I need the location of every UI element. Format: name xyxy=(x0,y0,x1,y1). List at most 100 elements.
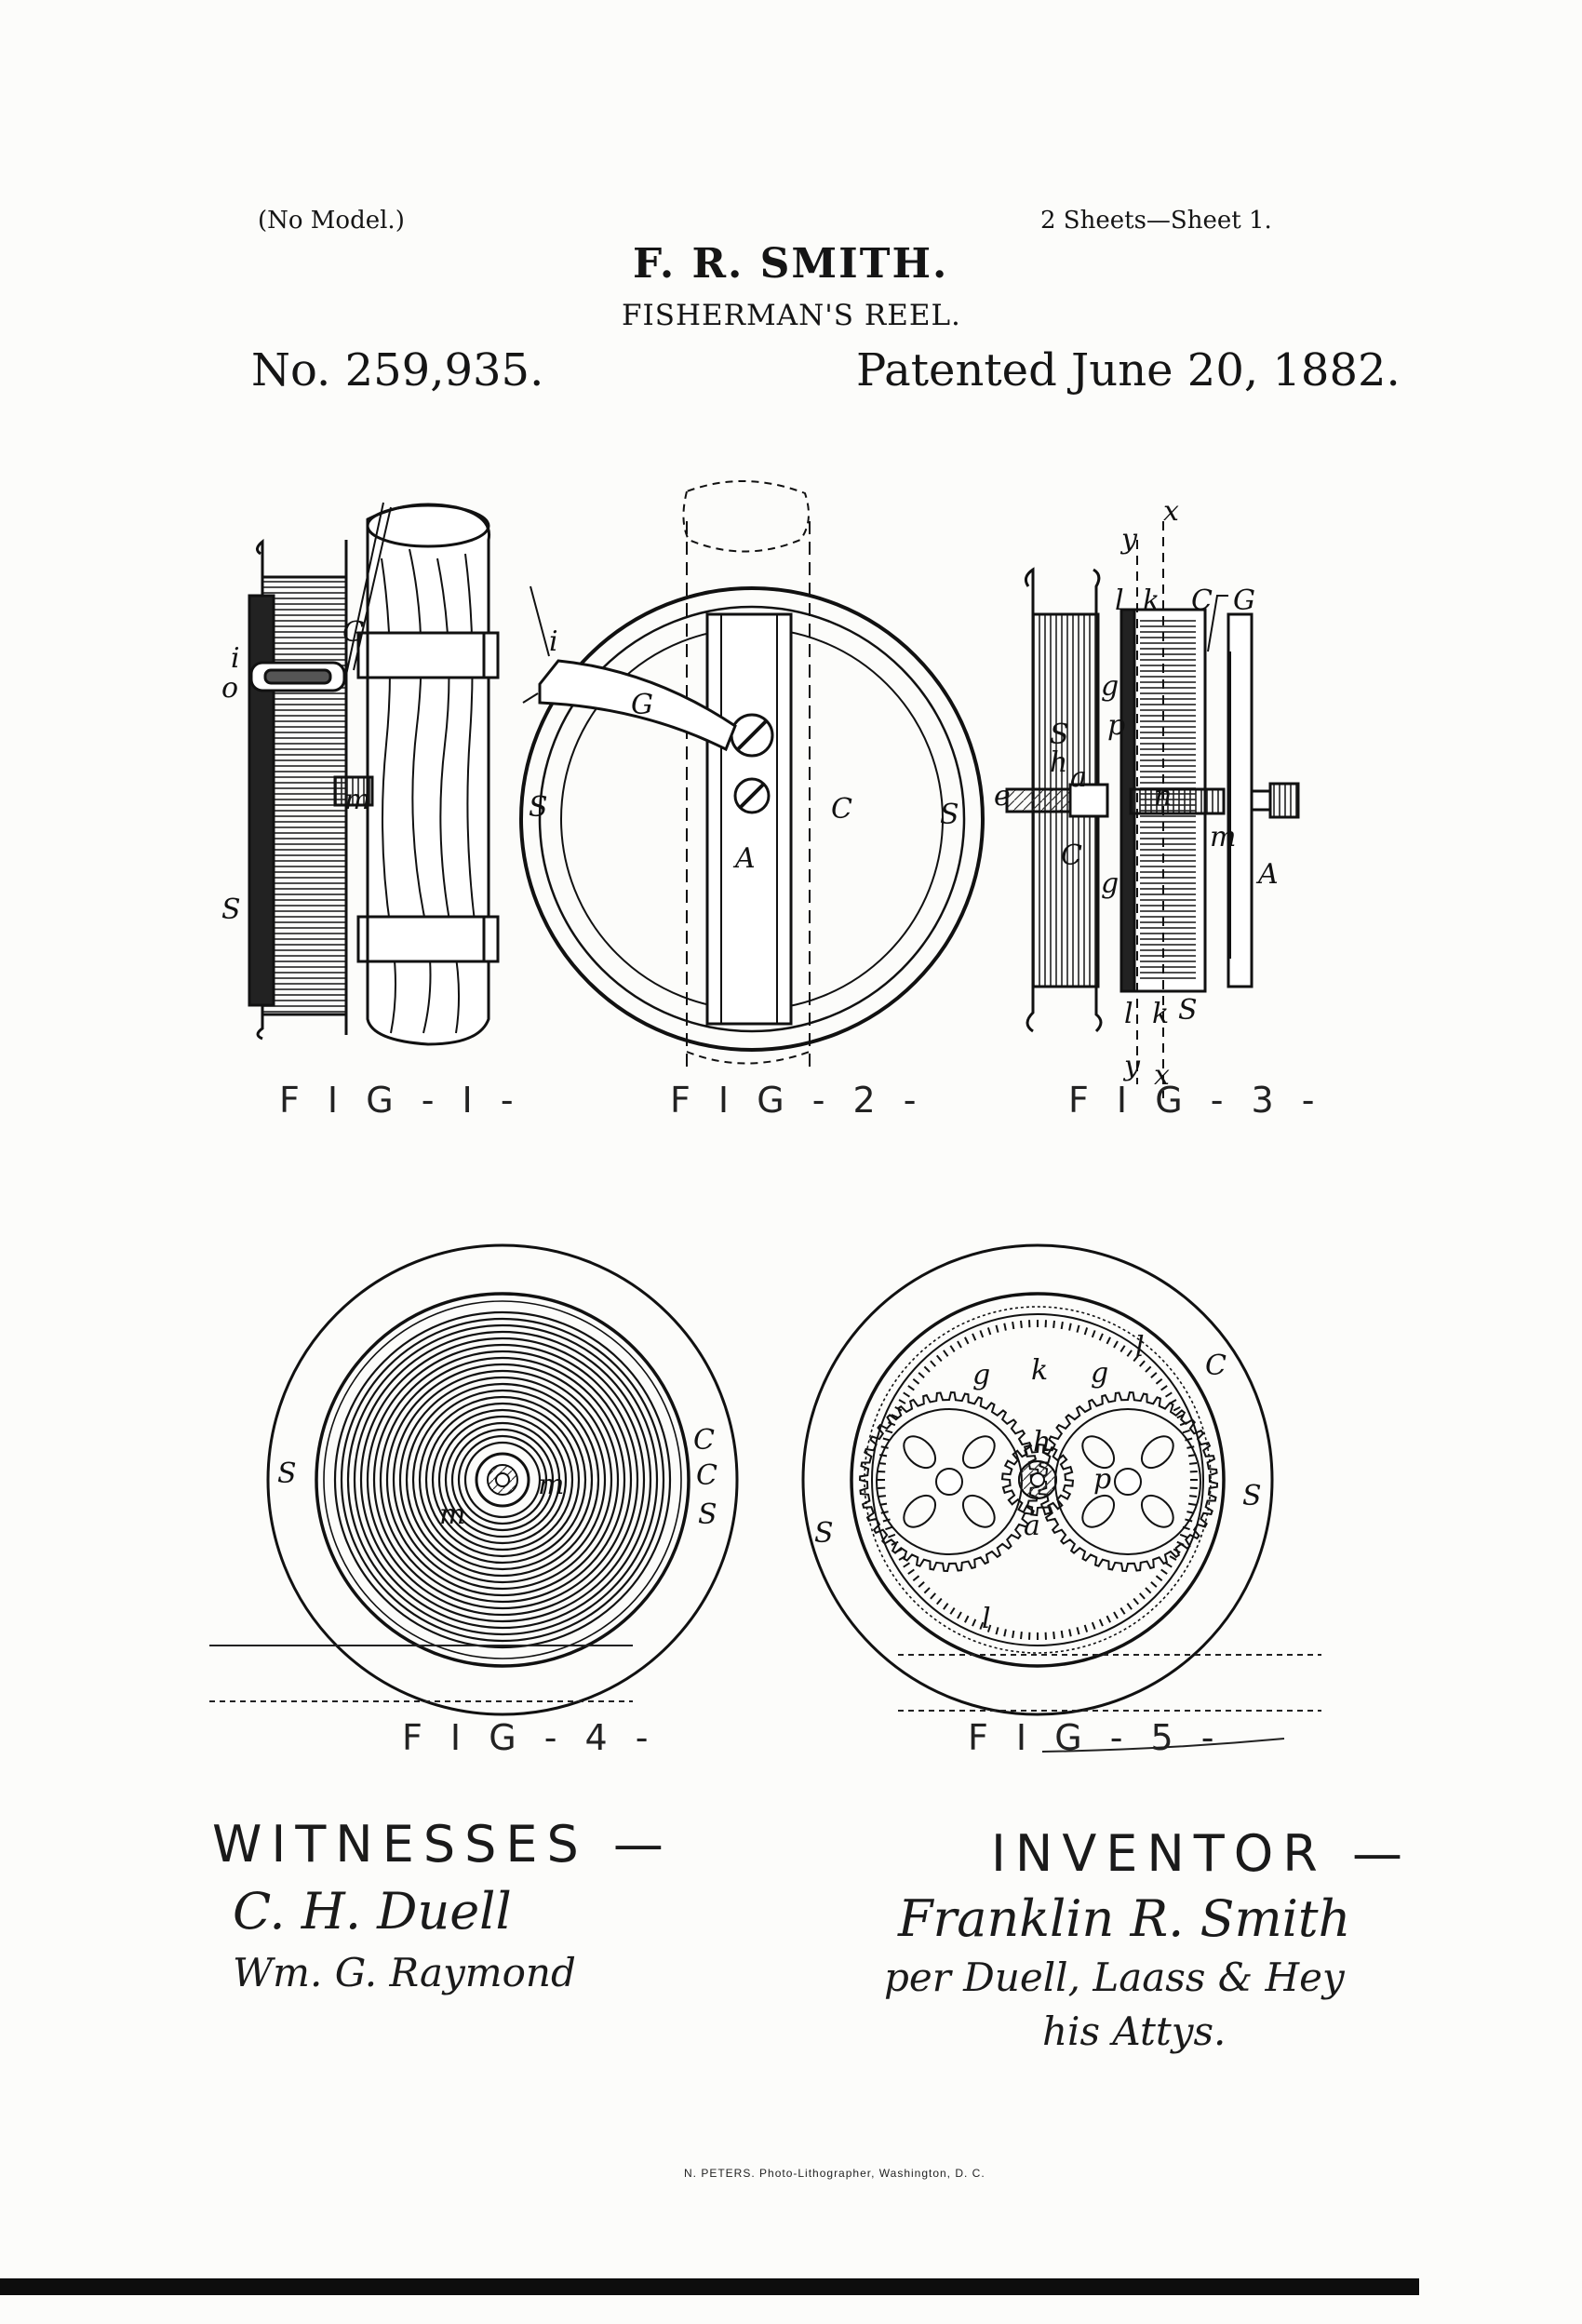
inventor-name: F. R. SMITH. xyxy=(633,240,949,288)
figure-4-art xyxy=(266,1243,739,1716)
spring-coil xyxy=(424,1402,581,1558)
fig2-label-a: A xyxy=(735,842,756,875)
patent-date: Patented June 20, 1882. xyxy=(856,344,1401,396)
spring-coil xyxy=(379,1356,626,1604)
fig3-label-e: e xyxy=(994,780,1011,813)
spring-coil xyxy=(366,1343,639,1617)
fig5-label-l-bot: l xyxy=(982,1603,991,1635)
spring-coil xyxy=(444,1421,561,1538)
gear-hub xyxy=(935,1468,963,1496)
fig3-label-y-bot: y xyxy=(1124,1050,1140,1082)
fig5-label-a: a xyxy=(1024,1510,1040,1542)
figure-5-art xyxy=(801,1243,1274,1716)
fig3-label-c-top: C xyxy=(1191,584,1213,617)
gear-slot xyxy=(1140,1494,1174,1528)
bottom-border-rule xyxy=(0,2278,1419,2295)
fig5-label-p: p xyxy=(1093,1463,1112,1496)
fig3-label-h: h xyxy=(1050,746,1068,779)
invention-title: FISHERMAN'S REEL. xyxy=(622,299,961,332)
gear-slot xyxy=(1081,1494,1116,1528)
spring-coil xyxy=(353,1330,652,1630)
fig3-label-s-bot: S xyxy=(1178,994,1198,1027)
spring-coil xyxy=(437,1415,568,1545)
fig3-label-l-top: l xyxy=(1115,584,1124,617)
fig3-label-x-bot: x xyxy=(1154,1059,1170,1092)
fig3-label-m: m xyxy=(1210,821,1237,853)
gear-slot xyxy=(961,1435,996,1470)
figure-3-art xyxy=(1005,521,1300,1098)
attorney-signature: per Duell, Laass & Hey xyxy=(884,1955,1345,2000)
fig5-label-l-top: l xyxy=(1135,1331,1145,1364)
spring-coil xyxy=(333,1310,672,1649)
fig1-label-i: i xyxy=(231,642,240,675)
witnesses-heading: WITNESSES — xyxy=(212,1815,673,1874)
fig4-label-m-center: m xyxy=(538,1469,565,1501)
spring-coil xyxy=(450,1428,555,1532)
model-note: (No Model.) xyxy=(258,207,405,235)
fig5-label-c: C xyxy=(1205,1350,1227,1382)
fig5-label-g-left: g xyxy=(972,1359,991,1391)
fig3-label-l-bot: l xyxy=(1124,998,1133,1030)
fig2-label-s-right: S xyxy=(940,799,959,831)
fig5-label-s-right: S xyxy=(1242,1480,1262,1512)
witness-signature-2: Wm. G. Raymond xyxy=(233,1950,576,1995)
fig3-label-p: p xyxy=(1107,709,1126,742)
spring-coil xyxy=(418,1395,587,1565)
lithographer-imprint: N. PETERS. Photo-Lithographer, Washingto… xyxy=(684,2167,985,2180)
fig5-label-k: k xyxy=(1031,1354,1049,1387)
spring-coil xyxy=(431,1408,574,1552)
figure-1-art xyxy=(248,502,500,1046)
fig4-label-s-right: S xyxy=(698,1498,717,1531)
gear-slot xyxy=(903,1494,937,1528)
fig4-label-s-left: S xyxy=(277,1458,297,1490)
spring-coil xyxy=(398,1376,607,1584)
sheet-count: 2 Sheets—Sheet 1. xyxy=(1040,207,1272,235)
fig1-label-s: S xyxy=(221,893,241,926)
spring-coil xyxy=(340,1317,665,1643)
gear-slot xyxy=(903,1435,937,1470)
fig2-label-c: C xyxy=(831,793,852,826)
fig5-label-s-left: S xyxy=(814,1517,834,1550)
fig5-label-g-right: g xyxy=(1091,1357,1109,1390)
spring-coil xyxy=(392,1369,613,1591)
spring-coil xyxy=(405,1382,600,1578)
fig2-label-i: i xyxy=(549,625,558,658)
fig3-label-g1: g xyxy=(1101,670,1119,703)
fig3-label-a-small: a xyxy=(1070,761,1087,794)
gear-hub xyxy=(1114,1468,1142,1496)
ring-gear-teeth xyxy=(878,1320,1198,1640)
fig3-label-c-mid: C xyxy=(1061,840,1082,872)
fig1-label-g: G xyxy=(342,616,365,649)
figure-2-art xyxy=(519,480,985,1070)
figure-4-caption: F I G - 4 - xyxy=(402,1717,657,1758)
spring-coil xyxy=(359,1337,646,1623)
fig5-label-h: h xyxy=(1033,1426,1052,1458)
fig3-label-s1: S xyxy=(1050,719,1069,751)
fig1-label-m: m xyxy=(344,784,371,816)
figure-5-caption: F I G - 5 - xyxy=(968,1717,1223,1758)
fig3-label-g2: g xyxy=(1101,867,1119,900)
fig4-label-m-left: m xyxy=(439,1498,466,1531)
gear-slot xyxy=(1081,1435,1116,1470)
signature-flourishes xyxy=(209,1645,1321,1753)
fig3-label-a-big: A xyxy=(1258,858,1279,891)
inventor-signature: Franklin R. Smith xyxy=(898,1889,1351,1948)
figure-2-caption: F I G - 2 - xyxy=(670,1080,925,1121)
fig3-label-n: n xyxy=(1154,780,1173,813)
figure-3-caption: F I G - 3 - xyxy=(1068,1080,1323,1121)
spring-coil xyxy=(346,1323,659,1636)
attorney-suffix: his Attys. xyxy=(1042,2008,1227,2054)
gear-slot xyxy=(1140,1435,1174,1470)
witness-signature-1: C. H. Duell xyxy=(233,1882,512,1941)
spring-coil xyxy=(463,1441,542,1519)
spring-coil xyxy=(385,1363,620,1597)
fig3-label-x-top: x xyxy=(1163,495,1179,528)
fig2-label-g: G xyxy=(631,689,653,721)
fig3-label-y-top: y xyxy=(1121,523,1137,556)
fig3-label-g-top: G xyxy=(1233,584,1255,617)
fig3-label-k-top: k xyxy=(1143,584,1160,617)
inventor-heading: INVENTOR — xyxy=(991,1824,1412,1883)
spring-coil xyxy=(457,1434,548,1525)
